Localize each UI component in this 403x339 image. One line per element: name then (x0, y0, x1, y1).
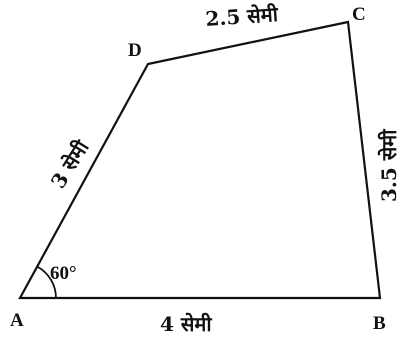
side-label-cd: 2.5 सेमी (205, 2, 280, 31)
angle-label-a: 60° (50, 263, 77, 284)
vertex-label-a: A (10, 310, 24, 331)
vertex-label-d: D (128, 40, 142, 61)
side-label-ab: 4 सेमी (160, 312, 212, 336)
vertex-label-b: B (373, 313, 386, 334)
side-label-bc: 3.5 सेमी (377, 129, 401, 202)
quadrilateral-abcd (18, 20, 382, 300)
vertex-label-c: C (352, 4, 366, 25)
angle-arc-a (37, 266, 57, 299)
side-label-da: 3 सेमी (46, 136, 94, 193)
